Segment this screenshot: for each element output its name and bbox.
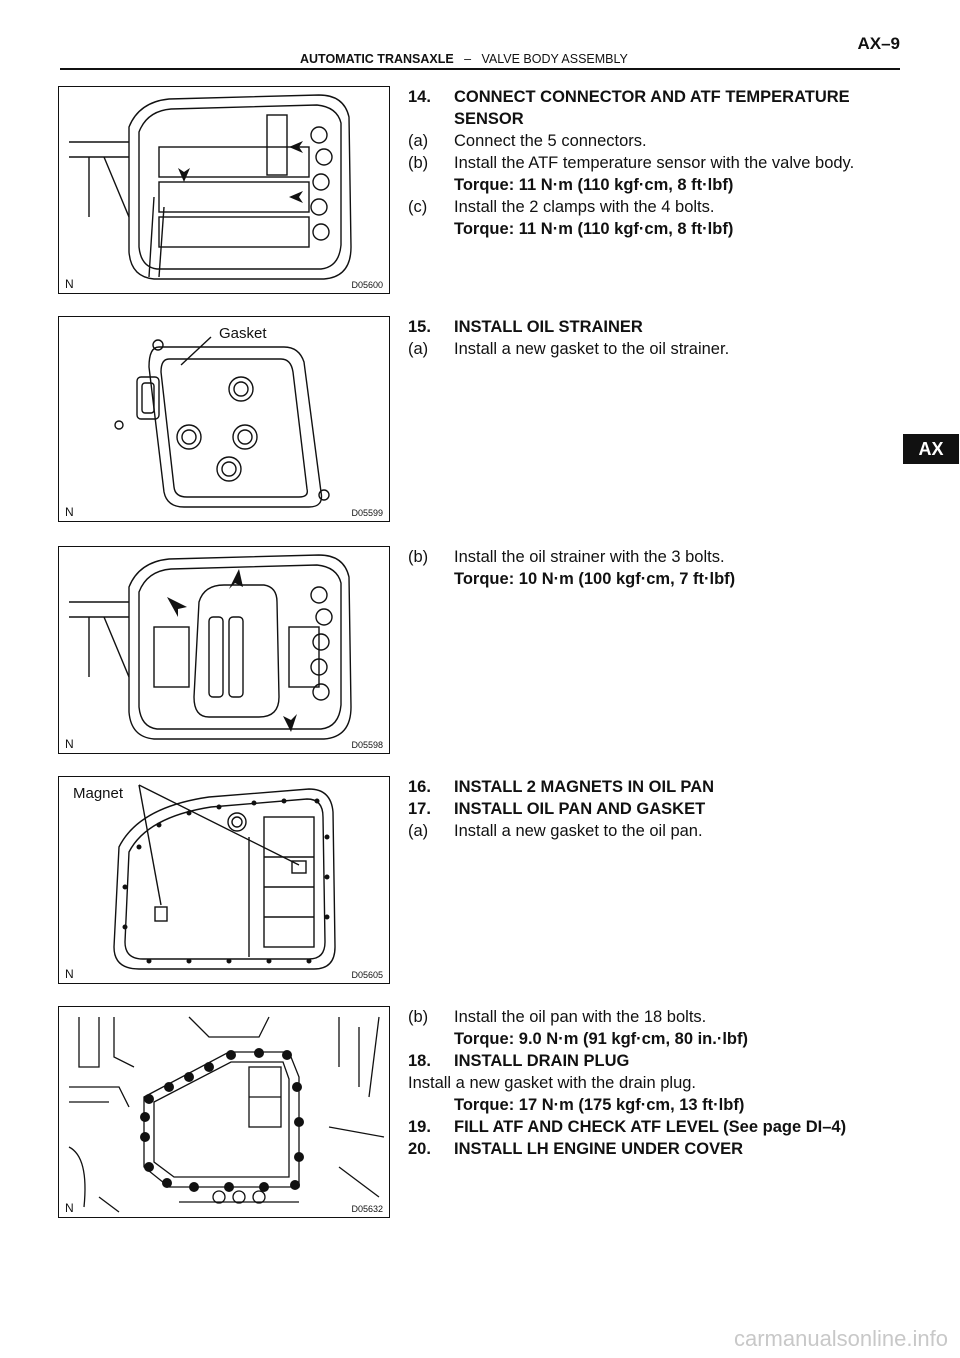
figure-oil-strainer-gasket: Gasket N D05599 xyxy=(58,316,390,522)
step-15: 15. INSTALL OIL STRAINER (a) Install a new… xyxy=(408,316,729,360)
torque-spec: Torque: 11 N·m (110 kgf·cm, 8 ft·lbf) xyxy=(454,220,734,238)
step-14: 14. CONNECT CONNECTOR AND ATF TEMPERATURE… xyxy=(408,86,854,240)
valve-body-connectors-drawing xyxy=(69,94,352,280)
substep-text: Install a new gasket to the oil strainer… xyxy=(454,340,730,358)
substep-text: Install the 2 clamps with the 4 bolts. xyxy=(454,198,715,216)
oil-strainer-installed-drawing xyxy=(69,554,352,740)
step-number: 15. xyxy=(408,318,431,336)
substep-label: (b) xyxy=(408,548,429,566)
substep-label: (b) xyxy=(408,1008,429,1026)
section-title-sub: VALVE BODY ASSEMBLY xyxy=(481,52,628,66)
figure-orientation-mark: N xyxy=(65,1201,74,1215)
substep-label: (a) xyxy=(408,132,429,150)
step-number: 19. xyxy=(408,1118,431,1136)
step-number: 16. xyxy=(408,778,431,796)
step-title: INSTALL OIL STRAINER xyxy=(454,318,643,336)
figure-code: D05599 xyxy=(351,508,383,518)
substep-text: Install the ATF temperature sensor with … xyxy=(454,154,855,172)
page-number: AX–9 xyxy=(857,34,900,53)
step-number: 18. xyxy=(408,1052,431,1070)
substep-text: Connect the 5 connectors. xyxy=(454,132,647,150)
figure-orientation-mark: N xyxy=(65,277,74,291)
step-15b: (b) Install the oil strainer with the 3 b… xyxy=(408,546,735,590)
figure-code: D05632 xyxy=(351,1204,383,1214)
figure-orientation-mark: N xyxy=(65,967,74,981)
torque-spec: Torque: 11 N·m (110 kgf·cm, 8 ft·lbf) xyxy=(454,176,734,194)
step-17b-20: (b) Install the oil pan with the 18 bolts… xyxy=(408,1006,846,1160)
step-title: INSTALL DRAIN PLUG xyxy=(454,1052,630,1070)
step-title: CONNECT CONNECTOR AND ATF TEMPERATURE xyxy=(454,88,850,106)
substep-label: (b) xyxy=(408,154,429,172)
magnet-callout: Magnet xyxy=(73,785,124,802)
gasket-callout: Gasket xyxy=(219,325,267,342)
figure-valve-body-connectors: N D05600 xyxy=(58,86,390,294)
step-number: 17. xyxy=(408,800,431,818)
figure-orientation-mark: N xyxy=(65,505,74,519)
step-number: 20. xyxy=(408,1140,431,1158)
substep-text: Install the oil strainer with the 3 bolt… xyxy=(454,548,725,566)
header-rule xyxy=(60,68,900,70)
torque-spec: Torque: 10 N·m (100 kgf·cm, 7 ft·lbf) xyxy=(454,570,736,588)
figure-oil-pan-magnets: Magnet N D05605 xyxy=(58,776,390,984)
figure-oil-pan-installed: N D05632 xyxy=(58,1006,390,1218)
watermark: carmanualsonline.info xyxy=(733,1326,948,1351)
step-title: INSTALL LH ENGINE UNDER COVER xyxy=(454,1140,744,1158)
substep-label: (c) xyxy=(408,198,428,216)
step-title-cont: SENSOR xyxy=(454,110,524,128)
substep-label: (a) xyxy=(408,340,429,358)
substep-text: Install a new gasket to the oil pan. xyxy=(454,822,703,840)
section-title: AUTOMATIC TRANSAXLE – VALVE BODY ASSEMBL… xyxy=(300,52,628,66)
step-title: INSTALL OIL PAN AND GASKET xyxy=(454,800,706,818)
oil-pan-installed-drawing xyxy=(68,1016,385,1213)
section-title-dash: – xyxy=(464,52,472,66)
figure-oil-strainer-installed: N D05598 xyxy=(58,546,390,754)
oil-strainer-gasket-drawing xyxy=(114,336,330,508)
step-16-17: 16. INSTALL 2 MAGNETS IN OIL PAN 17. INSTA… xyxy=(408,776,714,842)
substep-label: (a) xyxy=(408,822,429,840)
section-title-bold: AUTOMATIC TRANSAXLE xyxy=(300,52,454,66)
page-header: AX–9 AUTOMATIC TRANSAXLE – VALVE BODY AS… xyxy=(60,34,900,74)
torque-spec: Torque: 9.0 N·m (91 kgf·cm, 80 in.·lbf) xyxy=(454,1030,748,1048)
step-title: INSTALL 2 MAGNETS IN OIL PAN xyxy=(454,778,715,796)
figure-code: D05600 xyxy=(351,280,383,290)
figure-code: D05598 xyxy=(351,740,383,750)
step-text: Install a new gasket with the drain plug… xyxy=(408,1074,697,1092)
step-title: FILL ATF AND CHECK ATF LEVEL (See page D… xyxy=(454,1118,847,1136)
section-tab: AX xyxy=(903,434,959,464)
oil-pan-magnets-drawing xyxy=(113,784,336,970)
figure-code: D05605 xyxy=(351,970,383,980)
substep-text: Install the oil pan with the 18 bolts. xyxy=(454,1008,707,1026)
step-number: 14. xyxy=(408,88,431,106)
torque-spec: Torque: 17 N·m (175 kgf·cm, 13 ft·lbf) xyxy=(454,1096,745,1114)
figure-orientation-mark: N xyxy=(65,737,74,751)
